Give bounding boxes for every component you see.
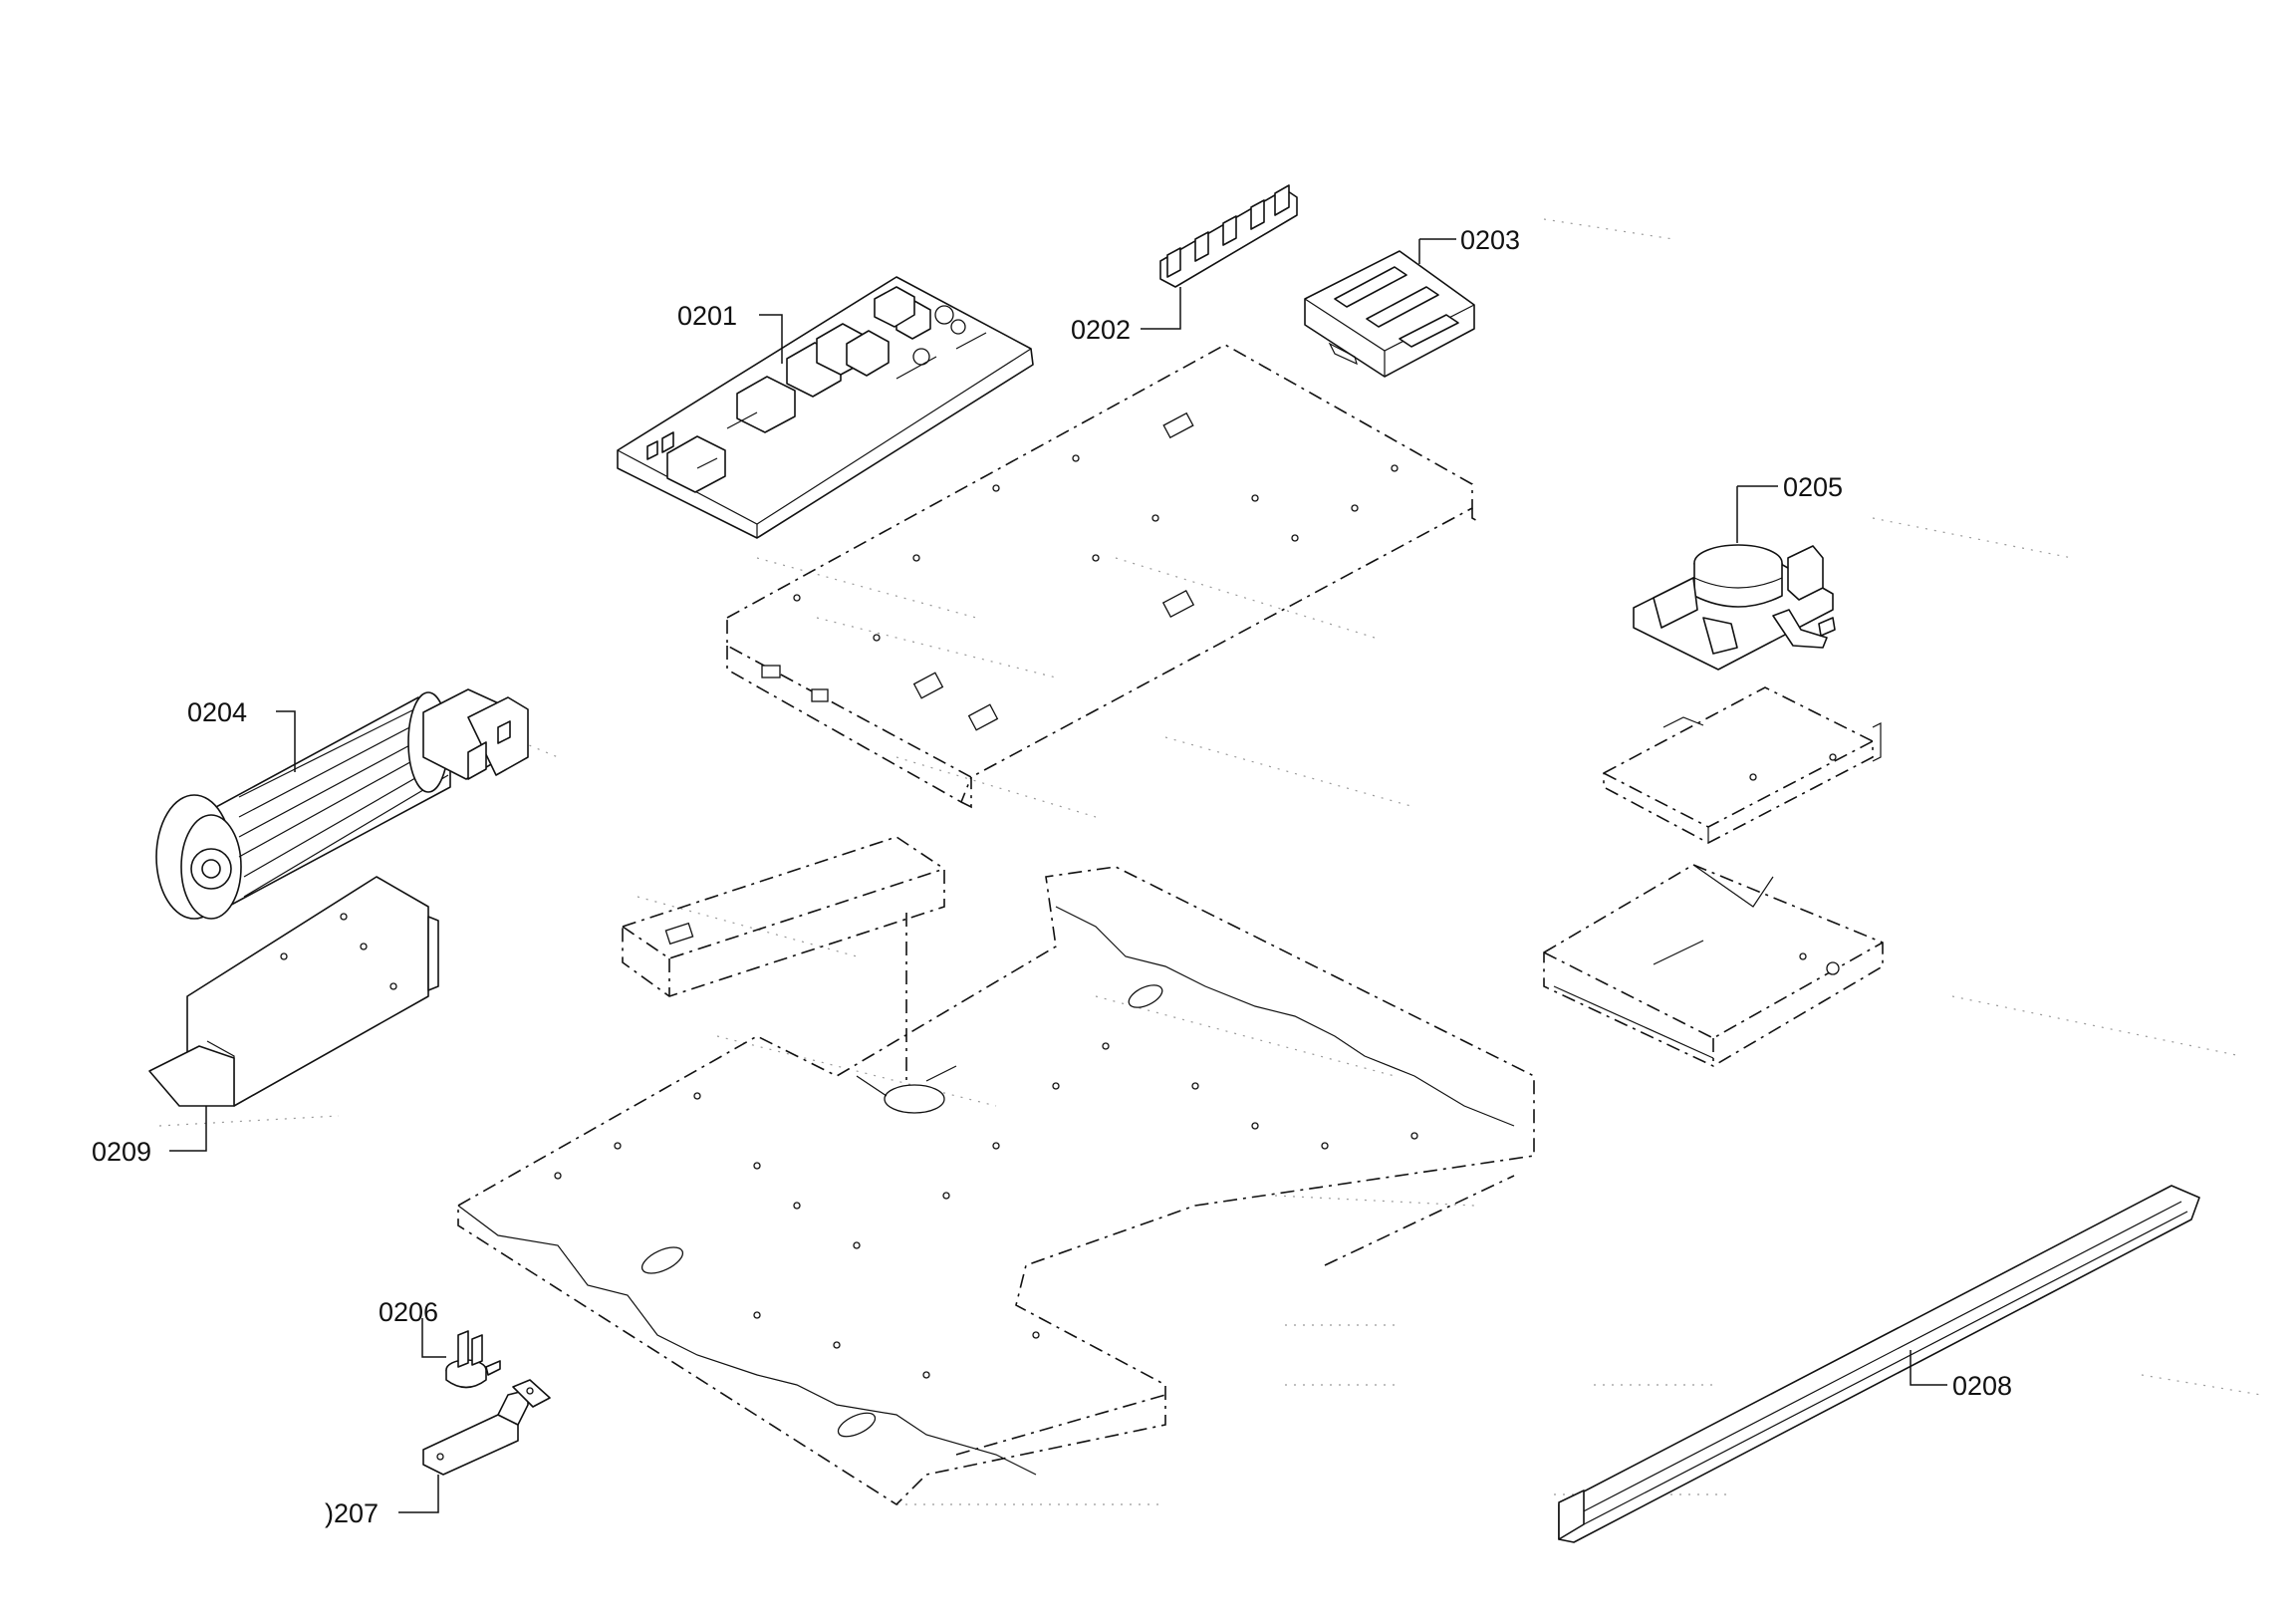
callout-0204: 0204	[187, 697, 247, 727]
fan-bracket	[148, 876, 439, 1107]
upper-tray	[726, 344, 1480, 809]
mounting-bracket	[422, 1379, 551, 1476]
callout-0205: 0205	[1783, 472, 1843, 502]
relay-bracket	[1304, 250, 1475, 378]
callout-labels: 0201 0202 0203 0204 0205 0206 )207 0208 …	[92, 225, 2012, 1528]
channel-bar	[622, 836, 945, 1106]
callout-0209: 0209	[92, 1137, 151, 1167]
base-plate	[457, 866, 1535, 1506]
leader-lines	[169, 238, 1947, 1513]
tangential-fan	[155, 688, 529, 920]
motor-assembly	[1633, 544, 1836, 671]
long-rail	[1558, 1185, 2200, 1543]
lower-bracket	[1543, 864, 1884, 1067]
callout-0208: 0208	[1952, 1371, 2012, 1401]
bracket-plate	[1603, 686, 1882, 844]
callout-0202: 0202	[1071, 315, 1131, 345]
callout-0207: )207	[325, 1498, 379, 1528]
callout-0206: 0206	[379, 1297, 438, 1327]
thermostat	[445, 1330, 501, 1389]
control-board	[617, 276, 1034, 539]
callout-0203: 0203	[1460, 225, 1520, 255]
callout-0201: 0201	[677, 301, 737, 331]
terminal-strip	[1159, 184, 1298, 288]
